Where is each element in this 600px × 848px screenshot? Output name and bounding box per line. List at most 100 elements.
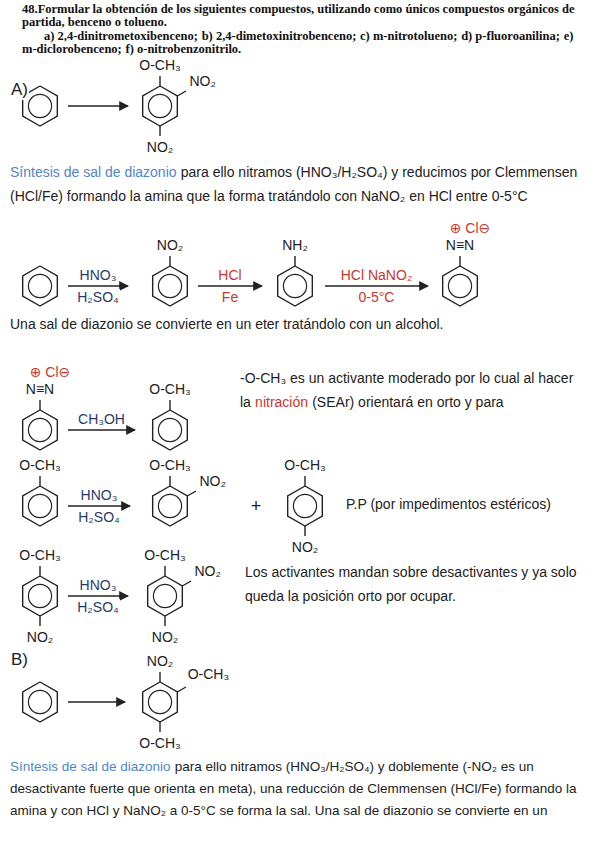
substituent-bond xyxy=(169,400,170,410)
substituent-bond xyxy=(177,687,186,692)
benzene-ring xyxy=(148,576,183,616)
reagent-label: H₂SO₄ xyxy=(77,509,121,525)
substituent-label: ⊕ Cl⊖ xyxy=(449,220,492,236)
exercise-statement: 48.Formular la obtención de los siguient… xyxy=(22,3,588,29)
ring-hexagon xyxy=(23,486,58,526)
reagent-label: HNO₃ xyxy=(79,577,118,593)
substituent-bond xyxy=(304,526,305,536)
aromatic-circle xyxy=(28,690,51,713)
reagent-label: HCl xyxy=(217,267,242,283)
substituent-label: NO₂ xyxy=(199,473,227,489)
ring-hexagon xyxy=(143,86,178,126)
substituent-label: O-CH₃ xyxy=(148,381,191,397)
ring-hexagon xyxy=(143,682,178,722)
ring-hexagon xyxy=(153,410,188,450)
reaction-arrow xyxy=(68,105,128,106)
benzene-ring xyxy=(153,266,188,306)
substituent-label: NO₂ xyxy=(151,629,179,645)
substituent-bond xyxy=(164,566,165,576)
substituent-bond xyxy=(459,256,460,266)
reagent-label: 0-5°C xyxy=(358,289,396,305)
reagent-label: H₂SO₄ xyxy=(76,289,120,305)
reaction-arrow xyxy=(68,701,125,702)
compound-item: a) 2,4-dinitrometoxibenceno; xyxy=(44,29,198,43)
handwritten-note: Los activantes mandan sobre desactivante… xyxy=(245,564,577,604)
substituent-bond xyxy=(304,476,305,486)
reaction-arrow xyxy=(68,505,130,506)
reagent-label: HCl NaNO₂ xyxy=(340,267,414,283)
benzene-ring xyxy=(288,486,323,526)
reagent-label: Fe xyxy=(221,289,239,305)
substituent-label: NH₂ xyxy=(281,237,309,253)
substituent-label: O-CH₃ xyxy=(187,666,230,682)
handwritten-note: Síntesis de sal de diazonio xyxy=(10,164,177,180)
aromatic-circle xyxy=(283,274,306,297)
handwritten-note: Síntesis de sal de diazonio xyxy=(10,759,171,774)
aromatic-circle xyxy=(148,94,171,117)
substituent-label: NO₂ xyxy=(189,73,217,89)
ring-hexagon xyxy=(23,410,58,450)
substituent-bond xyxy=(39,566,40,576)
note-label: B) xyxy=(10,650,29,670)
substituent-label: O-CH₃ xyxy=(148,457,191,473)
text-paragraph: Una sal de diazonio se convierte en un e… xyxy=(10,312,590,336)
substituent-bond xyxy=(159,126,160,136)
substituent-label: NO₂ xyxy=(291,539,319,555)
reaction-arrow xyxy=(325,285,428,286)
benzene-ring xyxy=(23,266,58,306)
benzene-ring xyxy=(143,86,178,126)
substituent-label: NO₂ xyxy=(156,237,184,253)
ring-hexagon xyxy=(278,266,313,306)
reaction-arrow xyxy=(68,429,135,430)
compound-item: c) m-nitrotolueno; xyxy=(360,29,457,43)
handwritten-note: Una sal de diazonio se convierte en un e… xyxy=(10,316,444,332)
aromatic-circle xyxy=(153,584,176,607)
aromatic-circle xyxy=(28,94,51,117)
aromatic-circle xyxy=(28,584,51,607)
substituent-label: O-CH₃ xyxy=(283,457,326,473)
ring-hexagon xyxy=(23,576,58,616)
substituent-label: O-CH₃ xyxy=(138,57,181,73)
ring-hexagon xyxy=(153,266,188,306)
substituent-label: NO₂ xyxy=(26,629,54,645)
substituent-label: NO₂ xyxy=(194,563,222,579)
substituent-bond xyxy=(182,581,191,586)
compound-item: f) o-nitrobenzonitrilo. xyxy=(126,42,242,56)
ring-hexagon xyxy=(153,486,188,526)
aromatic-circle xyxy=(158,418,181,441)
substituent-bond xyxy=(164,616,165,626)
substituent-bond xyxy=(39,476,40,486)
reagent-label: H₂SO₄ xyxy=(76,599,120,615)
substituent-label: N≡N xyxy=(25,381,55,397)
handwritten-note: nitración xyxy=(255,394,308,410)
ring-hexagon xyxy=(23,266,58,306)
substituent-bond xyxy=(294,256,295,266)
compound-item: b) 2,4-dimetoxinitrobenceno; xyxy=(202,29,357,43)
benzene-ring xyxy=(153,486,188,526)
text-paragraph: Los activantes mandan sobre desactivante… xyxy=(245,560,590,608)
substituent-bond xyxy=(39,400,40,410)
aromatic-circle xyxy=(28,418,51,441)
aromatic-circle xyxy=(158,274,181,297)
substituent-label: NO₂ xyxy=(146,139,174,155)
substituent-bond xyxy=(169,256,170,266)
aromatic-circle xyxy=(28,274,51,297)
substituent-label: O-CH₃ xyxy=(18,547,61,563)
substituent-label: ⊕ Cl⊖ xyxy=(29,364,72,380)
reaction-arrow xyxy=(198,285,262,286)
text-paragraph: a) 2,4-dinitrometoxibenceno; b) 2,4-dimet… xyxy=(22,30,588,56)
substituent-label: N≡N xyxy=(445,237,475,253)
substituent-bond xyxy=(159,722,160,732)
text-paragraph: Síntesis de sal de diazoniopara ello nit… xyxy=(10,756,590,822)
benzene-ring xyxy=(153,410,188,450)
compound-item: d) p-fluoroanilina; xyxy=(461,29,560,43)
reaction-arrow xyxy=(68,285,128,286)
benzene-ring xyxy=(23,576,58,616)
reagent-label: CH₃OH xyxy=(77,411,126,427)
benzene-ring xyxy=(23,486,58,526)
substituent-bond xyxy=(159,76,160,86)
note-label: + xyxy=(250,496,263,517)
handwritten-note: (SEAr) orientará en orto y para xyxy=(312,394,503,410)
reaction-arrow xyxy=(68,595,128,596)
